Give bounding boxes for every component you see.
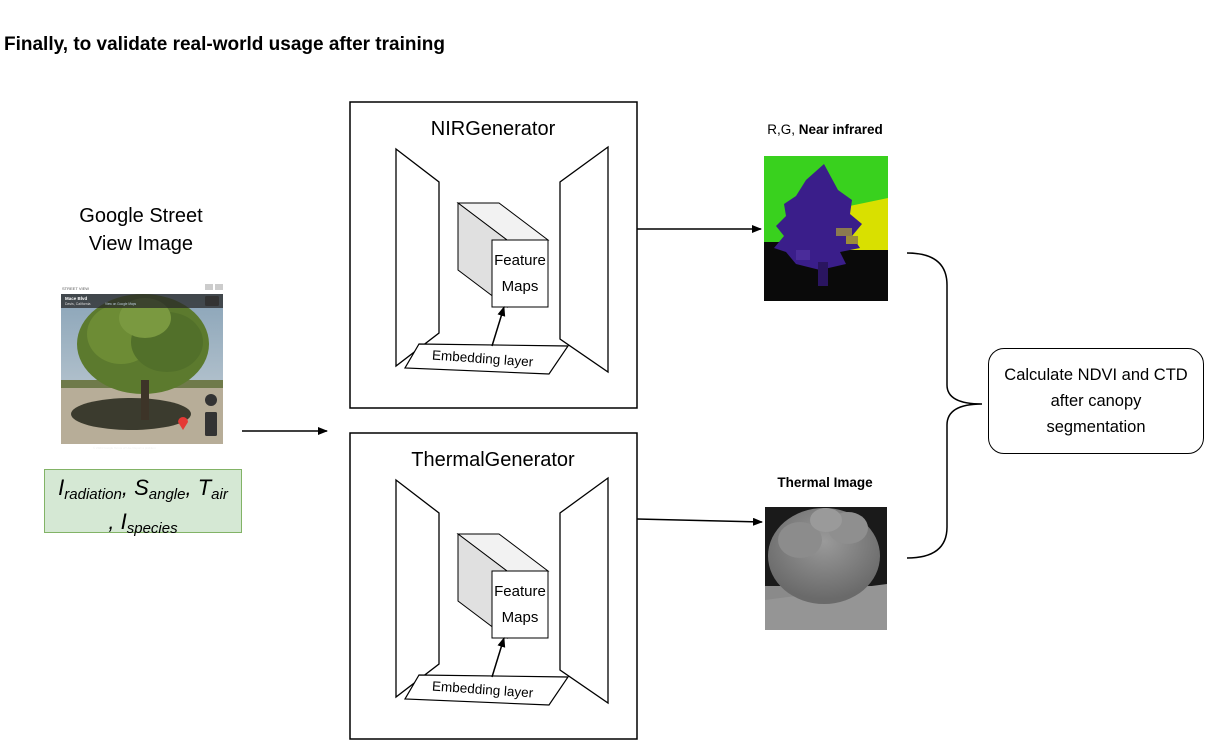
nir-generator-title: NIRGenerator: [430, 118, 556, 140]
gsv-label-line1: Google Street: [79, 205, 203, 227]
nir-embedding-arrow: [491, 306, 506, 347]
streetview-place-sub: Davis, California: [65, 302, 91, 306]
thermal-output-label: Thermal Image: [777, 475, 873, 490]
result-line1: Calculate NDVI and CTD: [1004, 366, 1188, 384]
streetview-footer: © 2024 Google Terms of Use Report a prob…: [93, 446, 156, 450]
streetview-brand: Google: [63, 445, 82, 451]
result-line2: after canopy: [1050, 392, 1142, 410]
thermal-output-arrow: [636, 517, 763, 526]
street-view-photo: STREET VIEW Mace Blvd Davis, California …: [61, 284, 223, 452]
streetview-place: Mace Blvd: [65, 296, 88, 301]
nir-embedding-layer-shape: [403, 343, 570, 375]
thermal-decoder-trapezoid: [559, 476, 609, 705]
streetview-header: STREET VIEW: [62, 286, 89, 291]
variables-line2: , Ispecies: [108, 509, 178, 537]
nir-encoder-trapezoid: [395, 147, 440, 368]
result-line3: segmentation: [1046, 418, 1146, 436]
thermal-feature-maps-cube: [456, 532, 550, 640]
input-variables-box: Iradiation, Sangle, Tair , Ispecies: [44, 469, 242, 537]
nir-decoder-trapezoid: [559, 145, 609, 374]
nir-output-label: R,G, Near infrared: [767, 122, 883, 137]
thermal-embedding-layer-shape: [403, 674, 570, 706]
merge-bracket: [906, 252, 983, 559]
thermal-embedding-arrow: [491, 637, 506, 678]
thermal-output-image: [765, 507, 887, 630]
thermal-encoder-trapezoid: [395, 478, 440, 699]
gsv-label: Google Street View Image: [40, 202, 242, 258]
result-box: Calculate NDVI and CTD after canopy segm…: [988, 348, 1204, 454]
page-title: Finally, to validate real-world usage af…: [4, 34, 445, 55]
nir-output-image: [764, 156, 888, 301]
streetview-link: View on Google Maps: [105, 302, 137, 306]
gsv-label-line2: View Image: [88, 233, 194, 255]
thermal-generator-title: ThermalGenerator: [411, 449, 575, 471]
nir-feature-maps-cube: [456, 201, 550, 309]
variables-line1: Iradiation, Sangle, Tair: [58, 475, 228, 503]
